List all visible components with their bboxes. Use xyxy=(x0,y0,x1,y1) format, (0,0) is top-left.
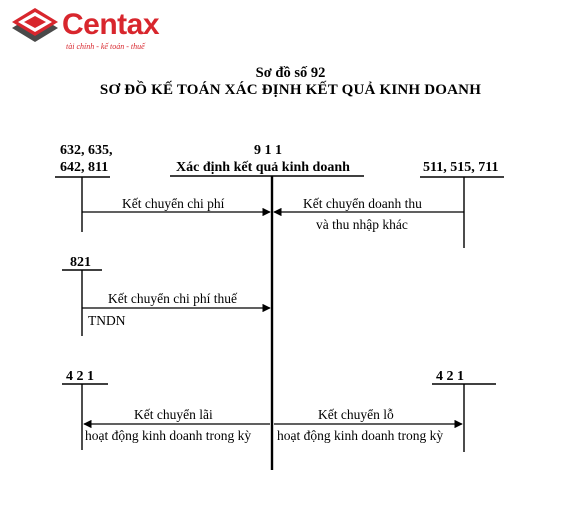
label-expenses-transfer: Kết chuyển chi phí xyxy=(122,196,225,211)
logo-wordmark: Centax xyxy=(62,8,160,41)
label-revenue-transfer-line2: và thu nhập khác xyxy=(316,217,408,232)
account-421-right-code: 4 2 1 xyxy=(436,369,464,384)
label-loss-transfer-line1: Kết chuyển lỗ xyxy=(318,407,394,422)
label-tax-transfer-line2: TNDN xyxy=(88,313,126,328)
account-revenue-codes: 511, 515, 711 xyxy=(423,160,499,175)
account-expense-codes-line1: 632, 635, xyxy=(60,143,113,158)
account-821-code: 821 xyxy=(70,255,91,270)
label-profit-transfer-line2: hoạt động kinh doanh trong kỳ xyxy=(85,428,252,443)
account-expense-codes-line2: 642, 811 xyxy=(60,160,109,175)
diagram-number: Sơ đồ số 92 xyxy=(255,65,326,81)
logo-tagline: tài chính - kế toán - thuế xyxy=(66,42,145,51)
label-tax-transfer-line1: Kết chuyển chi phí thuế xyxy=(108,291,237,306)
label-profit-transfer-line1: Kết chuyển lãi xyxy=(134,407,213,422)
label-revenue-transfer-line1: Kết chuyển doanh thu xyxy=(303,196,422,211)
account-911-code: 9 1 1 xyxy=(254,143,282,158)
account-421-left-code: 4 2 1 xyxy=(66,369,94,384)
diagram-title: SƠ ĐỒ KẾ TOÁN XÁC ĐỊNH KẾT QUẢ KINH DOAN… xyxy=(99,82,482,98)
centax-logo-icon xyxy=(12,8,58,42)
account-911-name: Xác định kết quả kinh doanh xyxy=(176,160,350,175)
label-loss-transfer-line2: hoạt động kinh doanh trong kỳ xyxy=(277,428,444,443)
